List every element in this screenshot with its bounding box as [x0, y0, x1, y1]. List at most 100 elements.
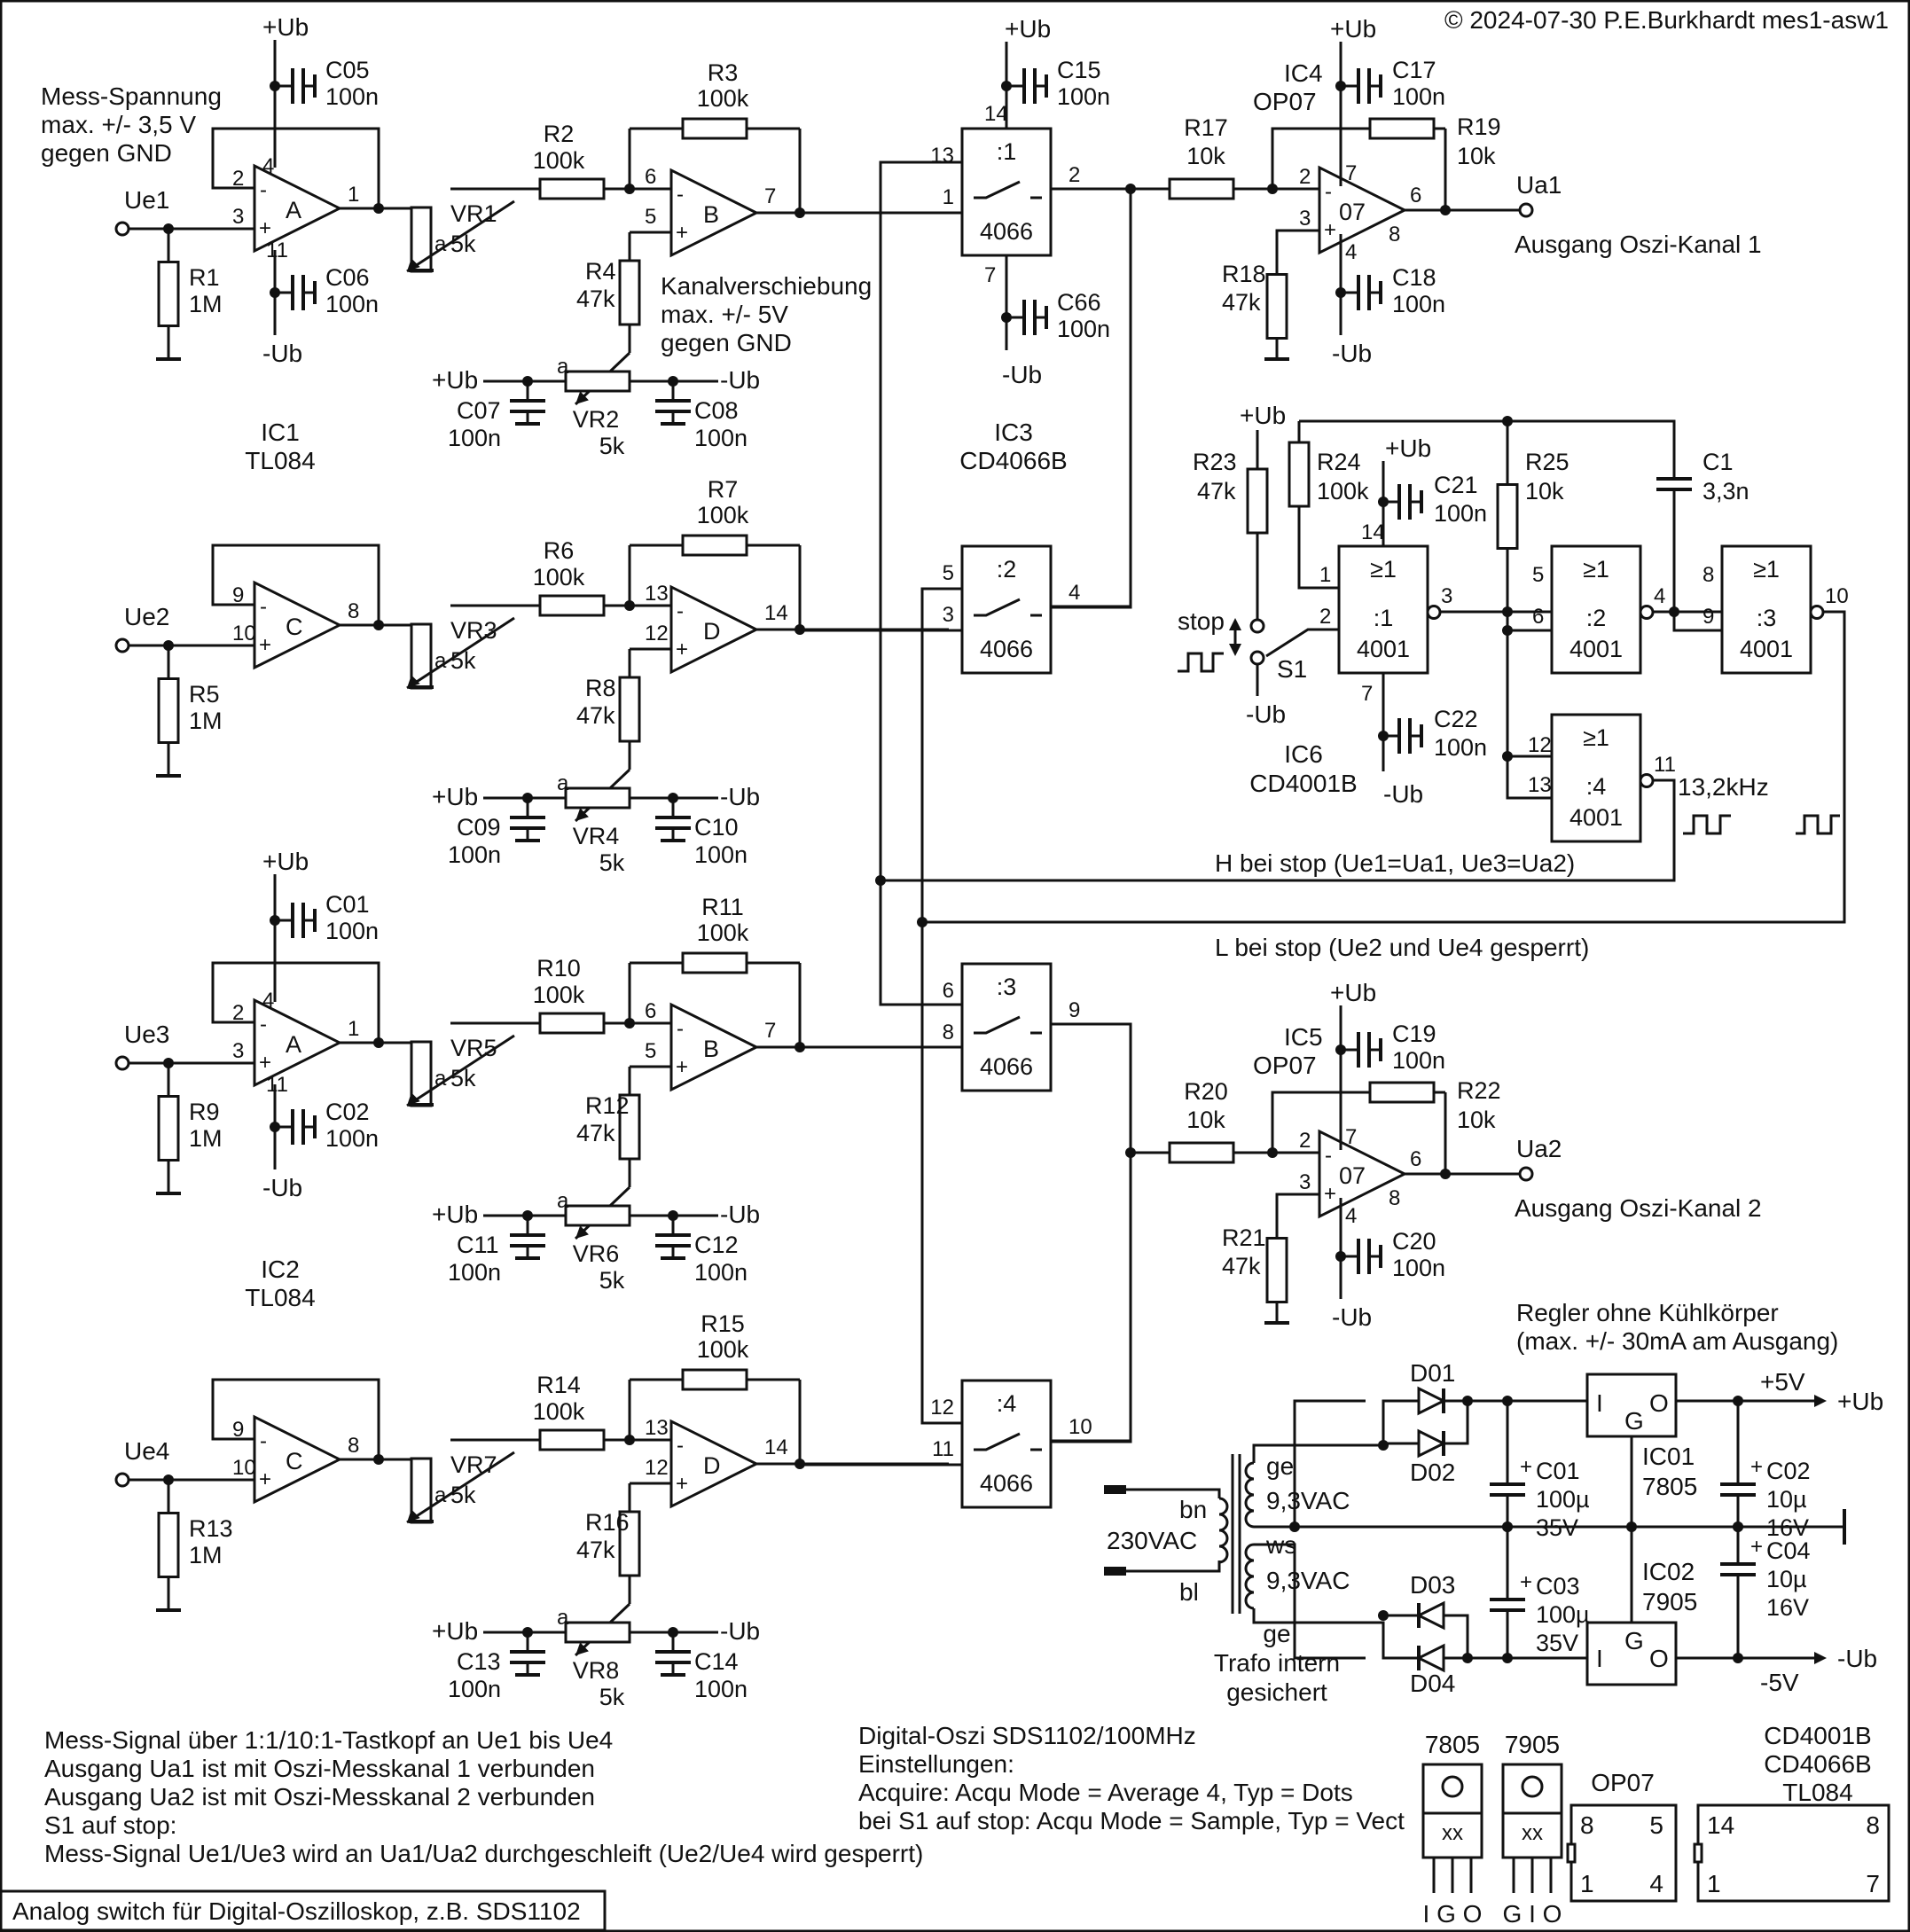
resistor-label: R9 [189, 1099, 220, 1125]
transformer-winding [1218, 1513, 1229, 1532]
dip14-package [1696, 1803, 1890, 1903]
package-pins: G I O [1503, 1900, 1562, 1928]
supply-neg: -Ub [720, 366, 760, 394]
transformer-winding [1244, 1493, 1255, 1513]
input-note-line: Mess-Spannung [41, 82, 222, 110]
pin-number: 13 [930, 144, 954, 168]
wiper [406, 1451, 515, 1524]
pot-label: VR1 [450, 200, 497, 227]
pin-number: 7 [764, 1019, 776, 1043]
transformer-winding [1218, 1545, 1229, 1564]
opamp-unit: C [286, 1448, 303, 1474]
mains-plug [1104, 1567, 1126, 1576]
wire [1051, 189, 1132, 609]
resistor-label: R21 [1222, 1224, 1266, 1251]
supply-neg: -Ub [720, 1617, 760, 1645]
opamp-unit: 07 [1339, 1162, 1366, 1189]
opamp-unit: A [286, 197, 301, 223]
pin-number: 5 [1532, 563, 1544, 587]
pin-number: 14 [1361, 520, 1385, 544]
noninverting-sign: + [259, 216, 271, 240]
switch-body [960, 962, 1053, 1092]
inverting-sign: - [677, 183, 684, 207]
ic-type: TL084 [245, 1284, 315, 1311]
wiper [406, 199, 515, 273]
resistor-value: 1M [189, 1125, 223, 1152]
control-note: L bei stop (Ue2 und Ue4 gesperrt) [1215, 934, 1589, 961]
noninverting-sign: + [676, 1472, 688, 1496]
pin-number: 11 [266, 239, 288, 262]
trafo-note: Trafo intern [1214, 1649, 1340, 1677]
square-wave-icon [1683, 814, 1731, 835]
to220-body [1421, 1811, 1483, 1859]
pot-wiper-a: a [434, 1483, 447, 1507]
resistor-label: R24 [1317, 449, 1361, 475]
resistor-value: 10k [1457, 143, 1496, 169]
nor-gate-body [1550, 544, 1642, 675]
polarity-sign: + [1520, 1455, 1532, 1479]
diode-label: D04 [1410, 1670, 1455, 1697]
pin-number: 11 [1654, 753, 1676, 777]
power-title: Regler ohne Kühlkörper [1516, 1299, 1779, 1326]
resistor-value: 47k [1222, 1253, 1261, 1279]
ic-ref: IC3 [994, 418, 1033, 446]
resistor-label: R4 [585, 258, 616, 285]
pin-number: 13 [645, 1416, 669, 1440]
pin-number: 6 [1532, 605, 1544, 629]
capacitor-value: 100n [694, 1259, 748, 1286]
resistor [157, 261, 180, 327]
pin-number: 7 [764, 184, 776, 208]
junction-dot [1462, 1653, 1473, 1663]
capacitor-rating: 16V [1766, 1594, 1809, 1621]
footer-title: Analog switch für Digital-Oszilloskop, z… [12, 1897, 581, 1925]
switch-unit: :4 [997, 1390, 1017, 1417]
winding-color: ge [1263, 1620, 1290, 1647]
resistor-label: R1 [189, 264, 220, 291]
resistor-value: 47k [1222, 289, 1261, 316]
arrow-head [1814, 1652, 1827, 1664]
gate-chip: 4001 [1357, 636, 1410, 662]
junction-dot [1378, 1610, 1389, 1621]
opamp-triangle [1318, 1129, 1408, 1219]
resistor-label: R3 [708, 59, 739, 86]
package-pin: 1 [1707, 1870, 1721, 1897]
junction-dot [1626, 1521, 1637, 1532]
arrow-head [1229, 644, 1241, 656]
inverting-sign: - [260, 595, 267, 619]
wiper [406, 1034, 515, 1107]
wire-color: bn [1179, 1496, 1207, 1523]
wire [1254, 1399, 1366, 1529]
resistor-label: R8 [585, 675, 616, 701]
resistor-value: 100k [697, 85, 749, 112]
pin-number: 1 [348, 1017, 359, 1041]
pin-number: 6 [1410, 1147, 1421, 1171]
output-label: Ua1 [1516, 171, 1562, 199]
diode-label: D02 [1410, 1459, 1455, 1486]
resistor-value: 47k [576, 702, 615, 729]
capacitor-label: C10 [694, 814, 739, 841]
pin-number: 9 [232, 583, 244, 607]
winding-voltage: 9,3VAC [1266, 1567, 1350, 1594]
capacitor-value: 100n [325, 1125, 379, 1152]
wire [1444, 1614, 1469, 1658]
junction-dot [1378, 1440, 1389, 1451]
gate-chip: 4001 [1740, 636, 1793, 662]
capacitor-label: C01 [1536, 1458, 1580, 1484]
pot-value: 5k [450, 231, 476, 257]
supply-neg: -Ub [1837, 1645, 1877, 1672]
nor-gate-body [1550, 713, 1642, 843]
junction-dot [373, 1454, 384, 1465]
resistor-value: 100k [533, 982, 585, 1008]
wire [1051, 1022, 1132, 1443]
pin-number: 6 [1410, 184, 1421, 207]
noninverting-sign: + [1324, 218, 1336, 242]
opamp-triangle [253, 163, 343, 254]
wire-color: bl [1179, 1578, 1199, 1606]
inversion-bubble [1809, 605, 1825, 620]
transformer-winding [1218, 1497, 1229, 1516]
ic-ref: IC2 [261, 1255, 300, 1283]
pin-number: 4 [1069, 581, 1080, 605]
